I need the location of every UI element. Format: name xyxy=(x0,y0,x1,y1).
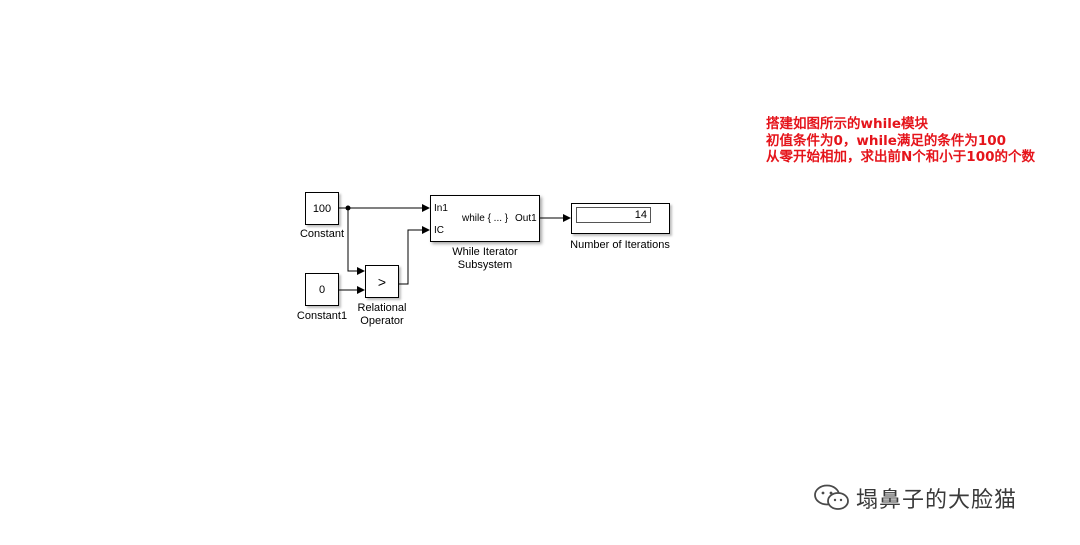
watermark-text: 塌鼻子的大脸猫 xyxy=(856,488,1018,513)
while-body-text: while { ... } xyxy=(462,213,509,224)
constant-label: Constant xyxy=(299,228,345,240)
port-out1: Out1 xyxy=(515,213,537,224)
line-branch-to-relational xyxy=(347,208,365,275)
while-label-line2: Subsystem xyxy=(457,259,513,271)
port-ic: IC xyxy=(434,225,444,236)
wechat-icon xyxy=(814,484,849,510)
port-in1: In1 xyxy=(434,203,448,214)
constant-value: 100 xyxy=(312,202,332,215)
annotation-note: 搭建如图所示的while模块 初值条件为0，while满足的条件为100 从零开… xyxy=(766,116,1035,166)
display-value: 14 xyxy=(576,207,651,223)
constant1-label: Constant1 xyxy=(296,310,348,322)
relational-operator-label: Relational Operator xyxy=(346,302,418,328)
display-label: Number of Iterations xyxy=(570,239,670,251)
relational-label-line1: Relational xyxy=(357,302,407,314)
annotation-line2: 初值条件为0，while满足的条件为100 xyxy=(766,132,1007,149)
constant-block[interactable]: 100 xyxy=(305,192,339,225)
while-iterator-label: While Iterator Subsystem xyxy=(440,246,530,272)
display-block[interactable]: 14 xyxy=(571,203,670,234)
annotation-line1: 搭建如图所示的while模块 xyxy=(766,116,928,132)
relational-symbol: > xyxy=(377,273,387,290)
line-relational-to-ic xyxy=(399,226,430,285)
watermark: 塌鼻子的大脸猫 xyxy=(814,482,1017,514)
branch-point xyxy=(345,205,351,211)
relational-label-line2: Operator xyxy=(360,315,404,327)
while-label-line1: While Iterator xyxy=(452,246,518,258)
relational-operator-block[interactable]: > xyxy=(365,265,399,298)
constant1-value: 0 xyxy=(318,283,326,296)
constant1-block[interactable]: 0 xyxy=(305,273,339,306)
while-iterator-subsystem-block[interactable]: In1 IC while { ... } Out1 xyxy=(430,195,540,242)
annotation-line3: 从零开始相加，求出前N个和小于100的个数 xyxy=(766,149,1035,165)
